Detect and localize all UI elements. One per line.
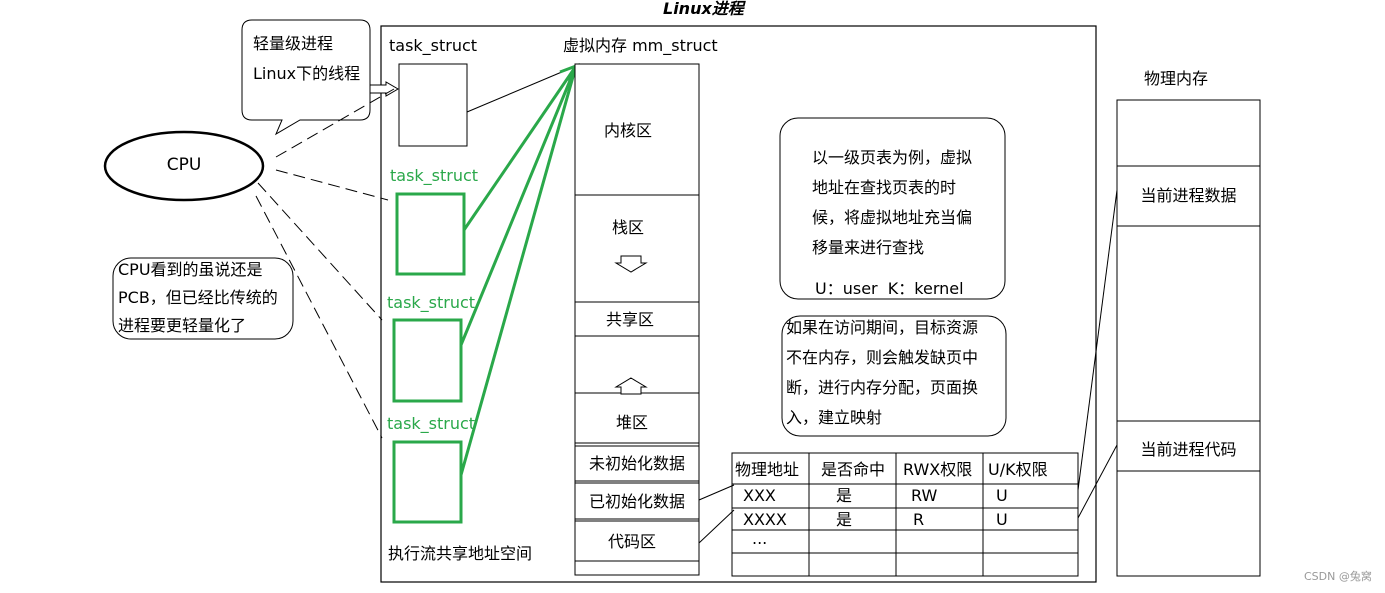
cpu-dash-2 — [275, 169, 389, 201]
page-fault-note-box — [781, 315, 1007, 437]
page-table-cell: U — [996, 510, 1008, 529]
region-box-data — [574, 482, 700, 520]
region-stack: 栈区 — [611, 218, 644, 237]
task-struct-label-2: task_struct — [390, 166, 479, 185]
cpu-dash-1 — [275, 88, 395, 158]
physical-memory-column — [1116, 99, 1261, 577]
task-to-mm-line-1 — [466, 65, 577, 113]
page-table-note-line-3: 候，将虚拟地址充当偏 — [812, 208, 973, 227]
stack-grow-arrow — [614, 255, 648, 273]
page-table-header-phys-addr: 物理地址 — [735, 460, 800, 479]
region-bss: 未初始化数据 — [588, 454, 685, 473]
page-table-cell: 是 — [836, 510, 853, 529]
task-to-mm-line-4 — [459, 65, 578, 476]
lwp-bubble-shape — [241, 19, 371, 136]
cpu-label: CPU — [166, 155, 202, 175]
task-struct-box-2 — [395, 192, 466, 276]
watermark: CSDN @兔窝 — [1304, 570, 1372, 583]
region-heap: 堆区 — [615, 413, 648, 432]
task-struct-label-3: task_struct — [387, 293, 476, 312]
task-struct-label-1: task_struct — [389, 36, 478, 55]
region-box-shared — [574, 301, 700, 337]
task-to-mm-line-2 — [462, 65, 578, 231]
page-table-frame — [731, 452, 1079, 577]
cpu-dash-4 — [255, 195, 383, 439]
region-shared: 共享区 — [605, 310, 654, 329]
physical-memory-title: 物理内存 — [1144, 69, 1209, 88]
page-table-header-uk: U/K权限 — [988, 460, 1048, 479]
page-table-cell: ... — [752, 529, 768, 548]
table-to-code-line — [1077, 444, 1118, 519]
lwp-bubble-line-1: 轻量级进程 — [253, 34, 334, 53]
task-struct-label-4: task_struct — [387, 414, 476, 433]
task-struct-box-4 — [392, 440, 463, 524]
region-data: 已初始化数据 — [588, 492, 685, 511]
region-box-bss — [574, 445, 700, 482]
uk-note: U：user K：kernel — [815, 279, 964, 298]
task-struct-box-3 — [392, 318, 463, 403]
region-kernel: 内核区 — [603, 121, 652, 140]
page-fault-note-line-4: 入，建立映射 — [786, 408, 883, 427]
cpu-note-line-2: PCB，但已经比传统的 — [118, 288, 278, 307]
physical-memory-code: 当前进程代码 — [1140, 440, 1237, 459]
bubble-arrow — [369, 81, 399, 97]
page-table-cell: U — [996, 486, 1008, 505]
heap-grow-arrow — [614, 377, 648, 395]
data-to-table-line — [698, 484, 735, 501]
page-table-cell: 是 — [836, 486, 853, 505]
cpu-ellipse — [103, 130, 265, 202]
page-table-cell: RW — [911, 486, 938, 505]
shared-address-space-label: 执行流共享地址空间 — [388, 544, 533, 563]
page-table-cell: XXXX — [743, 510, 787, 529]
page-table-note-box — [779, 117, 1006, 300]
page-table-cell: XXX — [743, 486, 776, 505]
table-to-data-line — [1077, 189, 1118, 491]
cpu-note-box — [112, 257, 294, 340]
page-table-note-line-1: 以一级页表为例，虚拟 — [812, 148, 973, 167]
physical-memory-data: 当前进程数据 — [1140, 186, 1237, 205]
page-fault-note-line-2: 不在内存，则会触发缺页中 — [786, 348, 979, 367]
task-to-mm-line-3 — [459, 65, 578, 346]
cpu-note-line-1: CPU看到的虽说还是 — [118, 260, 263, 279]
lwp-bubble-line-2: Linux下的线程 — [253, 64, 361, 83]
page-table-note-line-4: 移量来进行查找 — [812, 238, 925, 257]
region-box-heap — [574, 392, 700, 444]
mm-struct-label: 虚拟内存 mm_struct — [563, 36, 718, 55]
page-fault-note-line-1: 如果在访问期间，目标资源 — [786, 318, 979, 337]
address-space-frame — [380, 25, 1097, 583]
page-table-note-line-2: 地址在查找页表的时 — [812, 178, 957, 197]
diagram-title: Linux进程 — [663, 0, 744, 18]
page-table-cell: R — [913, 510, 925, 529]
page-table-header-hit: 是否命中 — [821, 460, 886, 479]
page-table-header-rwx: RWX权限 — [903, 460, 973, 479]
code-to-table-line — [698, 509, 735, 544]
region-box-code — [574, 520, 700, 562]
cpu-note-line-3: 进程要更轻量化了 — [118, 316, 247, 335]
task-struct-box-1 — [398, 63, 468, 147]
region-code: 代码区 — [607, 532, 656, 551]
page-fault-note-line-3: 断，进行内存分配，页面换 — [786, 378, 979, 397]
cpu-dash-3 — [257, 182, 383, 321]
